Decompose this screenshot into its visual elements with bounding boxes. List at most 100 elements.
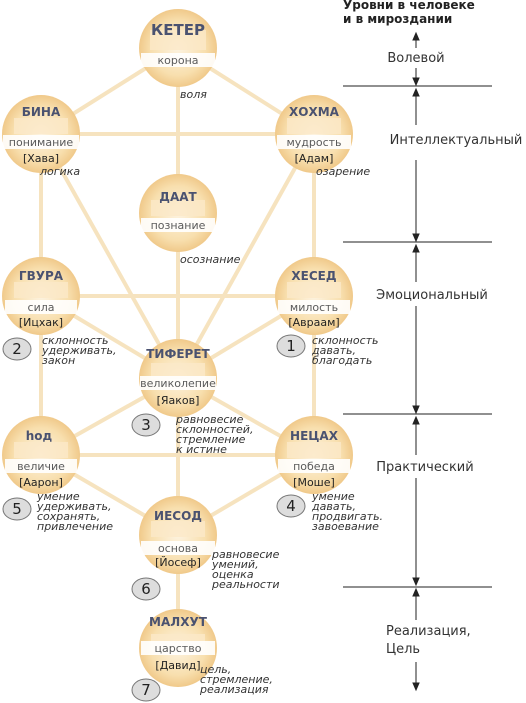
sefira-person: [Хава] bbox=[23, 152, 59, 165]
note-6: равновесие умений, оценка реальности bbox=[211, 548, 280, 591]
svg-text:удерживать,: удерживать, bbox=[41, 344, 117, 357]
note-4: умение давать, продвигать. завоевание bbox=[311, 490, 383, 533]
svg-text:завоевание: завоевание bbox=[312, 520, 379, 533]
sefira-name: МАЛХУТ bbox=[149, 615, 208, 629]
svg-text:склонностей,: склонностей, bbox=[176, 423, 253, 436]
badge-1: 1 bbox=[276, 334, 306, 358]
sefira-name: КЕТЕР bbox=[151, 21, 205, 39]
sefira-meaning: царство bbox=[155, 642, 202, 655]
sefira-hesed: ХЕСЕД милость [Авраам] bbox=[275, 257, 353, 335]
sefira-hohma: ХОХМА мудрость [Адам] bbox=[275, 95, 353, 173]
sefira-meaning: милость bbox=[290, 301, 338, 314]
svg-text:цель,: цель, bbox=[200, 663, 231, 676]
sefira-name: НЕЦАХ bbox=[290, 429, 339, 443]
svg-text:равновесие: равновесие bbox=[175, 413, 244, 426]
sefira-person: [Яаков] bbox=[157, 394, 200, 407]
levels-header-line2: и в мироздании bbox=[343, 12, 452, 26]
badge-6: 6 bbox=[131, 577, 161, 601]
svg-text:удерживать,: удерживать, bbox=[36, 500, 112, 513]
level-arrows bbox=[412, 31, 420, 692]
sefira-name: ХЕСЕД bbox=[291, 269, 336, 283]
svg-text:к истине: к истине bbox=[176, 443, 227, 456]
sefira-name: БИНА bbox=[22, 105, 61, 119]
note-logika: логика bbox=[39, 165, 80, 178]
svg-text:5: 5 bbox=[12, 500, 22, 518]
svg-text:умение: умение bbox=[36, 490, 80, 503]
sefira-malhut: МАЛХУТ царство [Давид] bbox=[139, 609, 217, 687]
badge-2: 2 bbox=[2, 337, 32, 361]
svg-text:привлечение: привлечение bbox=[37, 520, 113, 533]
svg-text:реальности: реальности bbox=[211, 578, 280, 591]
svg-text:оценка: оценка bbox=[212, 568, 254, 581]
note-5: умение удерживать, сохранять, привлечени… bbox=[36, 490, 113, 533]
svg-text:4: 4 bbox=[286, 497, 296, 515]
svg-text:давать,: давать, bbox=[311, 500, 356, 513]
svg-text:6: 6 bbox=[141, 580, 151, 598]
svg-text:закон: закон bbox=[42, 354, 75, 367]
sefira-person: [Адам] bbox=[295, 152, 334, 165]
sefira-daat: ДААТ познание bbox=[139, 174, 217, 252]
svg-text:1: 1 bbox=[286, 337, 296, 355]
svg-text:2: 2 bbox=[12, 340, 22, 358]
note-volya: воля bbox=[180, 88, 207, 101]
sefira-name: ТИФЕРЕТ bbox=[146, 347, 210, 361]
note-2: склонность удерживать, закон bbox=[41, 334, 117, 367]
sefira-bina: БИНА понимание [Хава] bbox=[2, 95, 80, 173]
level-emotsionalny: Эмоциональный bbox=[376, 288, 488, 303]
sefira-name: hод bbox=[26, 429, 53, 443]
sefira-person: [Йосеф] bbox=[155, 556, 201, 569]
sefira-gvura: ГВУРА сила [Ицхак] bbox=[2, 257, 80, 335]
level-dividers bbox=[343, 85, 492, 588]
svg-text:умений,: умений, bbox=[211, 558, 259, 571]
sefira-name: ИЕСОД bbox=[154, 509, 202, 523]
level-prakticheskiy: Практический bbox=[376, 460, 473, 475]
path-bina-tiferet bbox=[39, 133, 180, 379]
sefira-meaning: великолепие bbox=[140, 377, 216, 390]
level-intellektualny: Интеллектуальный bbox=[390, 133, 523, 148]
sefira-keter: КЕТЕР корона bbox=[139, 9, 217, 87]
sefira-person: [Моше] bbox=[293, 476, 335, 489]
sefira-meaning: познание bbox=[151, 219, 206, 232]
path-hohma-tiferet bbox=[176, 133, 316, 379]
sefira-name: ДААТ bbox=[159, 190, 197, 204]
svg-text:продвигать.: продвигать. bbox=[312, 510, 383, 523]
badge-4: 4 bbox=[276, 494, 306, 518]
note-ozarenie: озарение bbox=[316, 165, 370, 178]
note-3: равновесие склонностей, стремление к ист… bbox=[175, 413, 253, 456]
svg-text:равновесие: равновесие bbox=[211, 548, 280, 561]
sefira-yesod: ИЕСОД основа [Йосеф] bbox=[139, 496, 217, 574]
level-realizatsiya: Реализация, bbox=[386, 624, 471, 639]
svg-text:7: 7 bbox=[141, 681, 151, 699]
level-volevoy: Волевой bbox=[387, 51, 444, 66]
sefira-meaning: победа bbox=[293, 460, 335, 473]
badge-5: 5 bbox=[2, 497, 32, 521]
svg-text:сохранять,: сохранять, bbox=[37, 510, 100, 523]
svg-text:склонность: склонность bbox=[312, 334, 379, 347]
svg-text:3: 3 bbox=[141, 416, 151, 434]
sefira-meaning: корона bbox=[157, 54, 198, 67]
note-osoznanie: осознание bbox=[180, 253, 241, 266]
sefira-meaning: мудрость bbox=[286, 136, 341, 149]
sefira-netzah: НЕЦАХ победа [Моше] bbox=[275, 416, 353, 494]
level-tsel: Цель bbox=[386, 642, 420, 657]
sefira-hod: hод величие [Аарон] bbox=[2, 416, 80, 494]
sefira-person: [Давид] bbox=[155, 659, 200, 672]
sefira-tiferet: ТИФЕРЕТ великолепие [Яаков] bbox=[139, 339, 217, 417]
svg-text:реализация: реализация bbox=[199, 683, 269, 696]
svg-text:умение: умение bbox=[311, 490, 355, 503]
sefira-meaning: сила bbox=[28, 301, 55, 314]
sefira-person: [Авраам] bbox=[288, 316, 339, 329]
sefira-meaning: величие bbox=[17, 460, 65, 473]
note-7: цель, стремление, реализация bbox=[199, 663, 273, 696]
sefira-name: ХОХМА bbox=[289, 105, 340, 119]
svg-text:стремление,: стремление, bbox=[200, 673, 273, 686]
levels-header-line1: Уровни в человеке bbox=[343, 0, 475, 12]
svg-text:благодать: благодать bbox=[312, 354, 372, 367]
sefira-name: ГВУРА bbox=[19, 269, 64, 283]
badge-7: 7 bbox=[131, 678, 161, 702]
badge-3: 3 bbox=[131, 413, 161, 437]
svg-text:склонность: склонность bbox=[42, 334, 109, 347]
sefira-meaning: основа bbox=[158, 542, 198, 555]
svg-text:стремление: стремление bbox=[176, 433, 246, 446]
note-1: склонность давать, благодать bbox=[311, 334, 379, 367]
